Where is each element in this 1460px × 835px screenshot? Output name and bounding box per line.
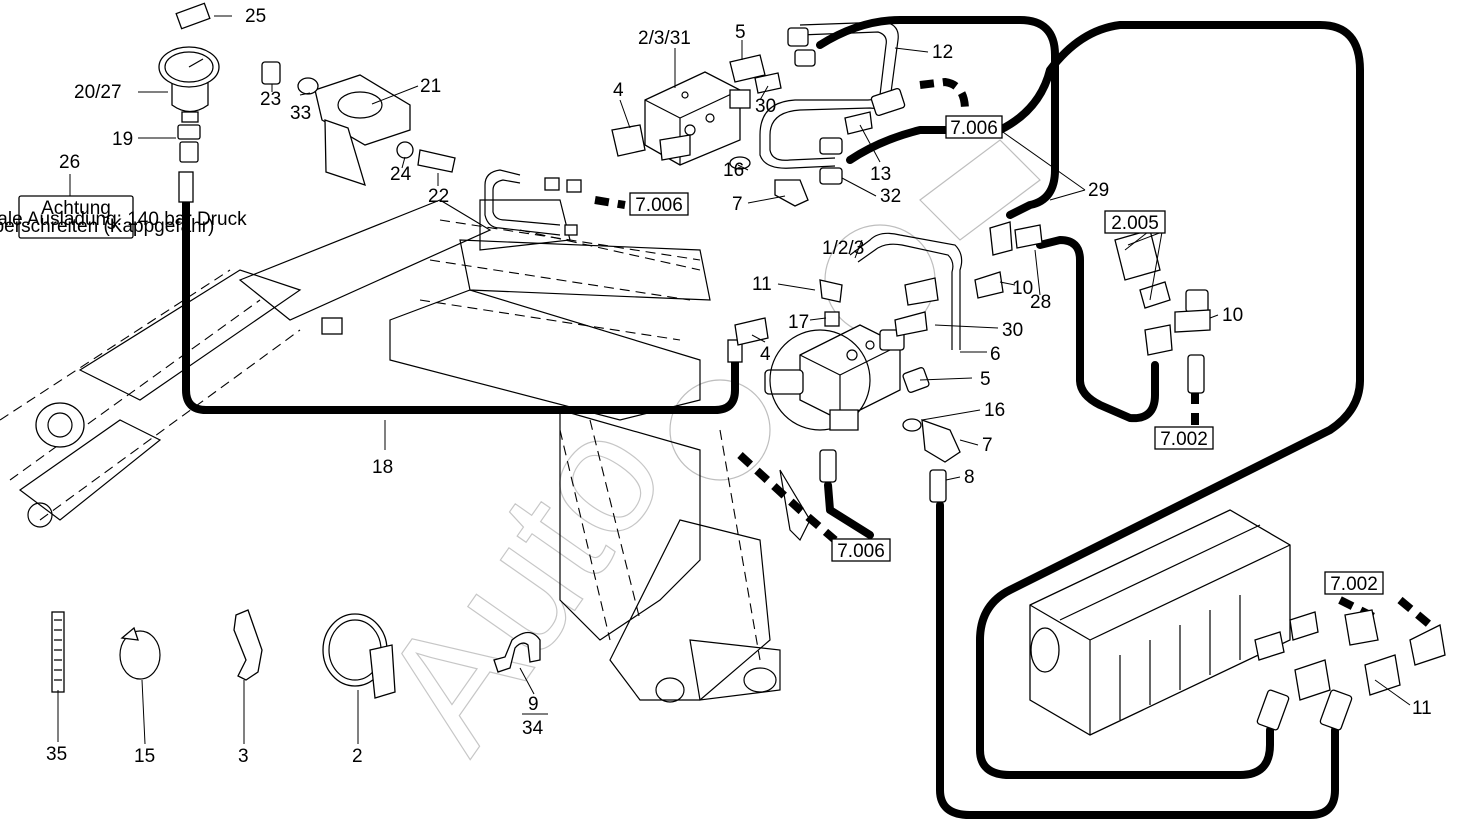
reference-7006-left-text: 7.006	[635, 195, 683, 216]
reference-7002-mid: 7.002	[1154, 426, 1214, 450]
warning-label-plate: Achtung Der maximale Ausladung: 140 bar …	[0, 195, 247, 239]
label-plate-line1: Der maximale Ausladung: 140 bar Druck	[0, 209, 247, 230]
callout-19: 19	[112, 129, 133, 150]
callout-25: 25	[245, 6, 266, 27]
callout-34: 34	[522, 718, 544, 739]
hose-7002-b	[1338, 596, 1433, 629]
callout-22: 22	[428, 186, 449, 207]
hose-28	[1036, 236, 1159, 423]
watermark: Auto	[344, 139, 1041, 782]
fittings-middle	[734, 221, 1211, 503]
hose-7006-a	[919, 77, 969, 111]
callout-4-upper: 4	[613, 80, 624, 101]
sticker-25	[175, 2, 211, 30]
callout-35: 35	[46, 744, 67, 765]
label-plate-heading: Achtung	[41, 198, 111, 219]
label-plate-line2: nicht überschreiten (Kappgefahr)	[0, 216, 214, 237]
callout-3: 3	[238, 746, 249, 767]
callout-20-27: 20/27	[74, 82, 122, 103]
reference-2005-text: 2.005	[1111, 213, 1159, 234]
tube-6	[849, 232, 963, 350]
callout-5-middle: 5	[980, 369, 991, 390]
callout-7-middle: 7	[982, 435, 993, 456]
callout-18: 18	[372, 457, 393, 478]
clip-3	[233, 609, 263, 681]
reference-7006-left: 7.006	[629, 192, 689, 216]
reference-7002-lower-text: 7.002	[1330, 574, 1378, 595]
callout-32: 32	[880, 186, 901, 207]
callout-21: 21	[420, 76, 441, 97]
reference-7002-lower: 7.002	[1324, 571, 1384, 595]
callout-2: 2	[352, 746, 363, 767]
callout-16-middle: 16	[984, 400, 1005, 421]
callout-11-lower: 11	[1412, 698, 1432, 719]
callout-23: 23	[260, 89, 281, 110]
callouts: 25 20/27 19 26 23 33 21 24 22 2/3/31 5 4…	[46, 6, 1432, 767]
hose-7006-b	[594, 196, 626, 209]
callout-5-upper: 5	[735, 22, 746, 43]
gauge-bracket	[261, 61, 456, 187]
hose-lower-loop	[936, 501, 1339, 819]
callout-33: 33	[290, 103, 311, 124]
callout-13: 13	[870, 164, 891, 185]
reference-7006-lower: 7.006	[831, 538, 891, 562]
hose-7006-d	[824, 481, 874, 539]
pressure-gauge	[158, 46, 220, 163]
reference-2005: 2.005	[1104, 210, 1166, 234]
small-parts	[51, 609, 541, 699]
callout-10-right: 10	[1222, 305, 1243, 326]
callout-15: 15	[134, 746, 155, 767]
callout-10-middle: 10	[1012, 278, 1033, 299]
reference-7002-mid-text: 7.002	[1160, 429, 1208, 450]
callout-6: 6	[990, 344, 1001, 365]
callout-30-middle: 30	[1002, 320, 1023, 341]
callout-30-upper: 30	[755, 96, 776, 117]
tube-12	[759, 21, 899, 169]
callout-9: 9	[528, 694, 539, 715]
hose-clip-15	[119, 630, 161, 680]
callout-7-upper: 7	[732, 194, 743, 215]
callout-24: 24	[390, 164, 412, 185]
valve-block-middle	[764, 324, 930, 431]
reference-7006-upper-text: 7.006	[950, 118, 998, 139]
hose-18	[182, 196, 739, 414]
callout-17: 17	[788, 312, 809, 333]
hose-29	[816, 16, 1059, 219]
valve-block-upper	[611, 71, 751, 166]
callout-29: 29	[1088, 180, 1109, 201]
callout-1-2-3: 1/2/3	[822, 238, 864, 259]
callout-28: 28	[1030, 292, 1051, 313]
leader-lines	[57, 15, 1411, 745]
callout-12: 12	[932, 42, 953, 63]
callout-2-3-31: 2/3/31	[638, 28, 691, 49]
callout-8: 8	[964, 467, 975, 488]
control-valve-bank	[1029, 509, 1446, 736]
tube-small-left	[484, 169, 561, 236]
hose-7006-c	[737, 452, 838, 544]
reference-7006-upper: 7.006	[945, 115, 1003, 139]
pipe-clamp-9	[493, 631, 541, 673]
fittings-upper	[544, 27, 906, 236]
reference-7006-lower-text: 7.006	[837, 541, 885, 562]
hose-29-b	[846, 21, 1364, 779]
callout-16-upper: 16	[723, 160, 744, 181]
callout-11-middle: 11	[752, 274, 772, 295]
loader-frame	[0, 199, 811, 703]
hose-18-end-fitting	[178, 171, 194, 203]
callout-4-middle: 4	[760, 344, 771, 365]
callout-26: 26	[59, 152, 80, 173]
